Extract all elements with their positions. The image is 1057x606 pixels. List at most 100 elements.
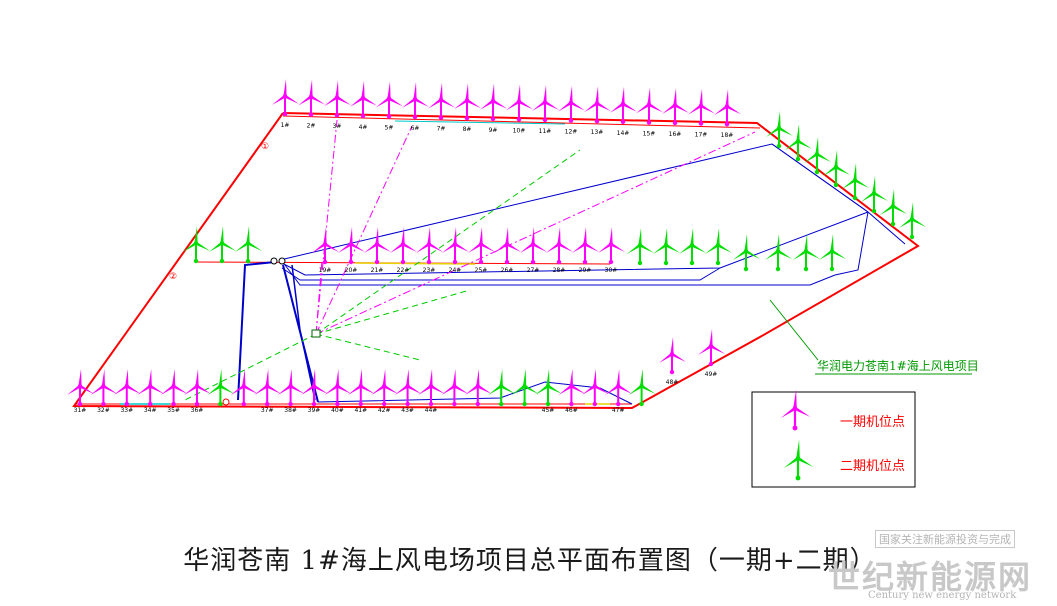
turbine-base [219,258,225,264]
turbine-base [148,401,153,407]
turbine-base [245,258,251,264]
turbine-base [499,401,504,407]
turbine-blade [349,227,353,244]
phase1-feeder-1 [315,119,338,335]
turbine-hub [505,242,509,246]
turbine-phase2 [804,137,831,175]
turbine-base [689,260,695,266]
turbine-blade [572,243,585,253]
turbine-hub [569,100,573,105]
turbine-hub [413,97,417,101]
turbine-hub [361,95,365,100]
turbine-hub [777,126,781,130]
turbine-phase1 [454,83,481,121]
turbine-phase2 [819,234,846,272]
turbine-blade [235,242,248,252]
turbine-blade [137,385,151,395]
turbine-blade [815,137,819,154]
turbine-phase2 [209,226,236,264]
turbine-phase1 [714,89,741,127]
turbine-label: 14# [617,130,630,137]
turbine-blade [325,243,339,252]
turbine-phase1 [272,79,299,117]
turbine-hub [288,384,293,388]
turbine-label: 49# [705,371,718,378]
turbine-blade [585,243,599,252]
turbine-label: 3# [333,123,342,130]
turbine-base [672,120,678,126]
turbine-blade [595,86,599,104]
turbine-base [218,401,223,407]
turbine-blade [823,166,836,176]
turbine-phase1 [347,369,375,407]
turbine-blade [766,127,779,137]
turbine-blade [507,243,521,252]
turbine-blade [480,99,493,110]
turbine-label: 24# [449,267,462,274]
turbine-blade [324,96,337,107]
turbine-label: 4# [359,124,368,131]
turbine-blade [197,385,211,394]
turbine-hub [246,241,250,245]
turbine-blade [78,369,82,386]
turbine-blade [222,242,236,251]
turbine-hub [522,384,527,388]
turbine-base [871,208,877,214]
turbine-blade [640,244,654,253]
turbine-hub [664,243,668,247]
turbine-blade [172,369,176,386]
turbine-blade [659,353,672,363]
turbine-hub [220,241,224,245]
turbine-base [386,114,392,119]
turbine-blade [101,369,105,386]
turbine-base [360,113,366,119]
turbine-hub [569,384,574,388]
turbine-blade [220,226,224,243]
turbine-blade [569,85,573,103]
turbine-blade [517,84,521,102]
turbine-blade [464,385,478,395]
turbine-blade [765,250,778,260]
turbine-base [428,401,434,407]
turbine-blade [664,228,668,245]
page-title: 华润苍南 1#海上风电场项目总平面布置图（一期+二期） [183,546,877,576]
turbine-blade [493,99,507,109]
turbine-phase2 [653,228,680,266]
turbine-hub [795,456,801,461]
turbine-blade [627,244,640,254]
junction-node [278,257,286,265]
turbine-base [516,117,522,122]
turbine-base [620,119,626,125]
turbine-phase1 [698,329,725,367]
turbine-hub [401,242,405,246]
turbine-label: 21# [371,267,384,274]
turbine-blade [609,227,613,244]
turbine-phase2 [823,150,850,188]
turbine-blade [427,227,431,244]
turbine-hub [699,103,703,108]
substation-marker [311,329,321,338]
turbine-blade [301,385,314,395]
turbine-base [556,259,562,265]
turbine-blade [532,101,545,111]
turbine-label: 23# [423,267,436,274]
turbine-blade [519,100,533,110]
turbine-blade [312,243,325,253]
turbine-base [382,401,387,407]
turbine-label: 28# [553,267,566,274]
turbine-blade [571,385,586,394]
turbine-blade [209,242,222,252]
turbine-base [715,260,721,266]
turbine-blade [298,95,311,106]
turbine-blade [535,385,548,395]
turbine-hub [194,241,198,245]
turbine-blade [594,385,609,394]
turbine-blade [335,369,339,386]
turbine-label: 22# [397,267,410,274]
turbine-blade [830,234,834,251]
turbine-base [616,401,621,407]
turbine-blade [641,385,656,394]
turbine-blade [880,205,893,215]
turbine-blade [477,385,492,394]
turbine-blade [309,79,313,97]
